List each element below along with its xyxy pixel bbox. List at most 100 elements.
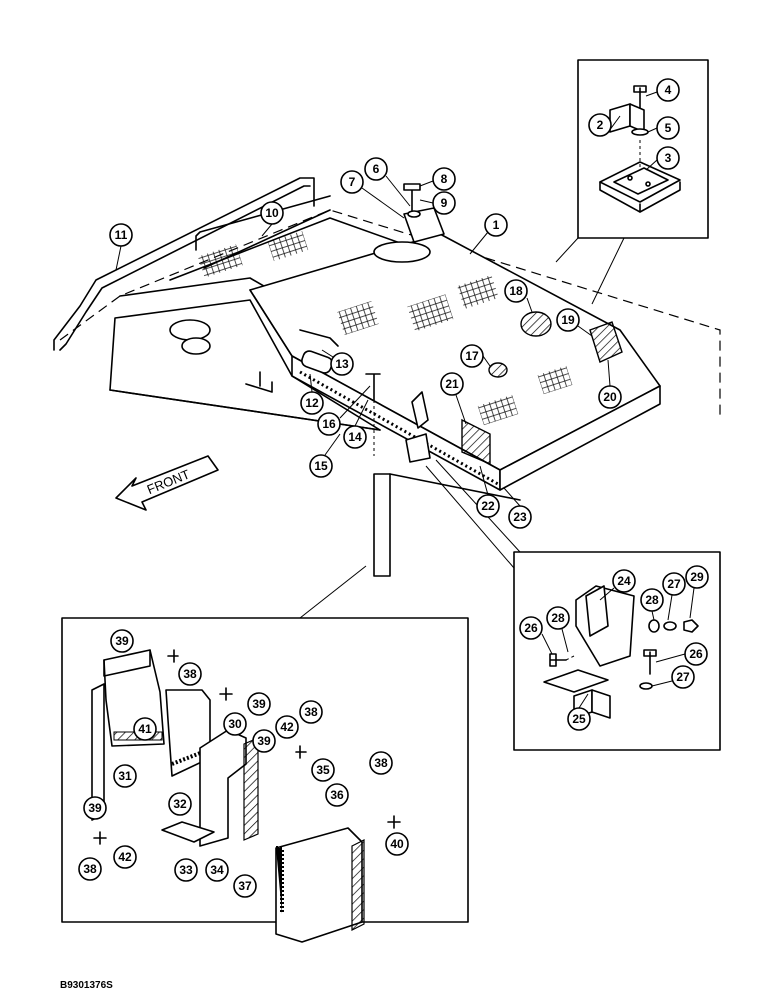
svg-text:10: 10 bbox=[265, 206, 279, 220]
svg-text:17: 17 bbox=[465, 349, 479, 363]
callout-21: 21 bbox=[440, 372, 464, 396]
callout-32: 32 bbox=[168, 792, 192, 816]
svg-text:13: 13 bbox=[335, 357, 349, 371]
callout-20: 20 bbox=[598, 385, 622, 409]
svg-text:21: 21 bbox=[445, 377, 459, 391]
svg-text:8: 8 bbox=[441, 172, 448, 186]
svg-text:5: 5 bbox=[665, 121, 672, 135]
callout-42a: 42 bbox=[275, 715, 299, 739]
callout-28a: 28 bbox=[546, 606, 570, 630]
svg-text:41: 41 bbox=[138, 722, 152, 736]
callout-4: 4 bbox=[656, 78, 680, 102]
callout-16: 16 bbox=[317, 412, 341, 436]
svg-text:23: 23 bbox=[513, 510, 527, 524]
callout-39d: 39 bbox=[83, 796, 107, 820]
svg-text:6: 6 bbox=[373, 162, 380, 176]
svg-text:39: 39 bbox=[115, 634, 129, 648]
callout-13: 13 bbox=[330, 352, 354, 376]
callout-42b: 42 bbox=[113, 845, 137, 869]
callout-14: 14 bbox=[343, 425, 367, 449]
svg-text:28: 28 bbox=[551, 611, 565, 625]
callout-35: 35 bbox=[311, 758, 335, 782]
callout-27a: 27 bbox=[662, 572, 686, 596]
svg-text:38: 38 bbox=[374, 756, 388, 770]
callout-10: 10 bbox=[260, 201, 284, 225]
callout-38b: 38 bbox=[299, 700, 323, 724]
callout-2: 2 bbox=[588, 113, 612, 137]
callout-33: 33 bbox=[174, 858, 198, 882]
callout-30: 30 bbox=[223, 712, 247, 736]
svg-text:39: 39 bbox=[88, 801, 102, 815]
svg-text:42: 42 bbox=[118, 850, 132, 864]
svg-text:15: 15 bbox=[314, 459, 328, 473]
callout-7: 7 bbox=[340, 170, 364, 194]
callout-17: 17 bbox=[460, 344, 484, 368]
svg-text:7: 7 bbox=[349, 175, 356, 189]
drawing-number: B9301376S bbox=[60, 980, 113, 991]
svg-text:12: 12 bbox=[305, 396, 319, 410]
callout-5: 5 bbox=[656, 116, 680, 140]
svg-text:42: 42 bbox=[280, 720, 294, 734]
svg-text:26: 26 bbox=[524, 621, 538, 635]
svg-text:24: 24 bbox=[617, 574, 631, 588]
svg-text:36: 36 bbox=[330, 788, 344, 802]
svg-text:19: 19 bbox=[561, 313, 575, 327]
svg-text:37: 37 bbox=[238, 879, 252, 893]
callout-31: 31 bbox=[113, 764, 137, 788]
svg-text:20: 20 bbox=[603, 390, 617, 404]
callout-27b: 27 bbox=[671, 665, 695, 689]
svg-text:11: 11 bbox=[115, 228, 128, 242]
svg-text:14: 14 bbox=[348, 430, 362, 444]
svg-text:30: 30 bbox=[228, 717, 242, 731]
callout-38d: 38 bbox=[78, 857, 102, 881]
callout-1: 1 bbox=[484, 213, 508, 237]
svg-text:40: 40 bbox=[390, 837, 404, 851]
callout-24: 24 bbox=[612, 569, 636, 593]
callout-23: 23 bbox=[508, 505, 532, 529]
callout-3: 3 bbox=[656, 146, 680, 170]
callout-6: 6 bbox=[364, 157, 388, 181]
svg-text:38: 38 bbox=[183, 667, 197, 681]
callout-29: 29 bbox=[685, 565, 709, 589]
svg-text:39: 39 bbox=[257, 734, 271, 748]
svg-text:1: 1 bbox=[493, 218, 500, 232]
callout-12: 12 bbox=[300, 391, 324, 415]
callout-37: 37 bbox=[233, 874, 257, 898]
callout-18: 18 bbox=[504, 279, 528, 303]
hood-assembly bbox=[53, 177, 721, 577]
svg-text:29: 29 bbox=[690, 570, 704, 584]
svg-text:9: 9 bbox=[441, 196, 448, 210]
svg-text:27: 27 bbox=[667, 577, 681, 591]
detail-box-seals bbox=[61, 617, 469, 943]
callout-15: 15 bbox=[309, 454, 333, 478]
callout-11: 11 bbox=[109, 223, 133, 247]
callout-39b: 39 bbox=[247, 692, 271, 716]
callout-38c: 38 bbox=[369, 751, 393, 775]
callout-34: 34 bbox=[205, 858, 229, 882]
front-direction-arrow: FRONT bbox=[115, 455, 219, 511]
callout-26a: 26 bbox=[519, 616, 543, 640]
svg-text:25: 25 bbox=[572, 712, 586, 726]
svg-text:34: 34 bbox=[210, 863, 224, 877]
callout-8: 8 bbox=[432, 167, 456, 191]
svg-text:39: 39 bbox=[252, 697, 266, 711]
callout-28b: 28 bbox=[640, 588, 664, 612]
callout-9: 9 bbox=[432, 191, 456, 215]
callout-22: 22 bbox=[476, 494, 500, 518]
detail-box-latch-plate bbox=[577, 59, 709, 239]
callout-25: 25 bbox=[567, 707, 591, 731]
callout-36: 36 bbox=[325, 783, 349, 807]
svg-text:26: 26 bbox=[689, 647, 703, 661]
svg-text:2: 2 bbox=[597, 118, 604, 132]
callout-38a: 38 bbox=[178, 662, 202, 686]
callout-39a: 39 bbox=[110, 629, 134, 653]
svg-text:33: 33 bbox=[179, 863, 193, 877]
svg-text:38: 38 bbox=[83, 862, 97, 876]
svg-text:32: 32 bbox=[173, 797, 187, 811]
callout-41: 41 bbox=[133, 717, 157, 741]
svg-text:22: 22 bbox=[481, 499, 495, 513]
svg-text:27: 27 bbox=[676, 670, 690, 684]
svg-text:28: 28 bbox=[645, 593, 659, 607]
svg-text:38: 38 bbox=[304, 705, 318, 719]
